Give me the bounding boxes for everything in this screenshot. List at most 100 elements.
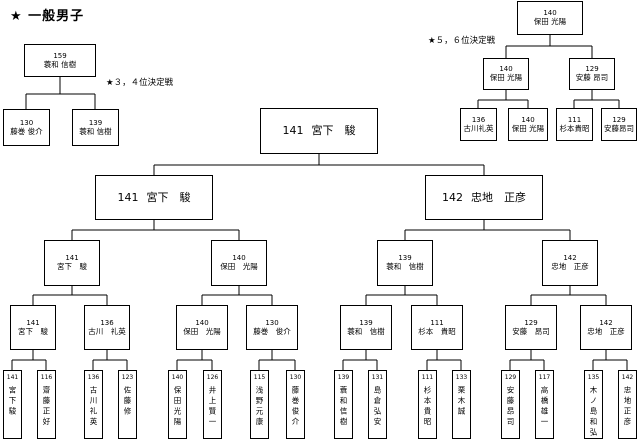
bracket-connector [404, 220, 571, 240]
bracket-connector [342, 350, 378, 370]
entry-number: 111 [421, 374, 434, 381]
bracket-connector [25, 77, 96, 109]
fifth-place-semi: 140 保田 光陽 [483, 58, 529, 90]
first-round-box: 116 齋藤正好 [37, 370, 56, 439]
entry-number: 115 [253, 374, 266, 381]
semifinal-box: 139 蓑和 信樹 [377, 240, 433, 286]
entry-number: 140 [521, 115, 535, 124]
entry-number: 142 [563, 254, 577, 262]
entry-number: 139 [337, 374, 350, 381]
player-name: 島倉弘安 [373, 386, 382, 428]
player-name: 浅野元康 [255, 386, 264, 428]
entry-number: 140 [171, 374, 184, 381]
entry-number: 130 [265, 318, 279, 327]
player-name: 蓑和信樹 [339, 386, 348, 428]
player-name: 高橋雄一 [540, 386, 549, 428]
first-round-box: 141 宮下駿 [3, 370, 22, 439]
first-round-box: 140 保田光陽 [168, 370, 187, 439]
player-name: 保田 光陽 [511, 123, 545, 133]
entry-number: 159 [53, 51, 67, 60]
third-place-player: 139 蓑和 信樹 [72, 109, 119, 146]
third-place-winner: 159 蓑和 信樹 [24, 44, 96, 77]
bracket-connector [11, 350, 47, 370]
fifth-place-player: 129 安藤昂司 [601, 108, 637, 141]
player-name: 保田 光陽 [489, 73, 523, 82]
first-round-box: 123 佐藤修 [118, 370, 137, 439]
player-name: 佐藤修 [123, 386, 132, 418]
entry-number: 136 [471, 115, 486, 124]
entry-number: 140 [499, 65, 513, 73]
player-name: 古川 礼英 [88, 326, 126, 336]
fifth-place-player: 136 古川礼英 [460, 108, 497, 141]
bracket-connector [426, 350, 462, 370]
player-name: 杉本貴昭 [559, 123, 590, 133]
entry-number: 133 [455, 374, 468, 381]
player-name: 忠地 正彦 [587, 326, 625, 336]
entry-number: 139 [359, 318, 373, 327]
player-name: 齋藤正好 [42, 386, 51, 428]
first-round-box: 131 島倉弘安 [368, 370, 387, 439]
player-name: 保田 光陽 [220, 262, 258, 271]
bracket-connector [477, 90, 529, 108]
quarterfinal-box: 130 藤巻 俊介 [246, 305, 298, 350]
player-name: 宮下 駿 [146, 190, 191, 204]
bracket-connector [32, 286, 108, 305]
first-round-box: 136 古川礼英 [84, 370, 103, 439]
first-round-box: 135 木ノ島和弘 [584, 370, 603, 439]
first-round-box: 129 安藤昂司 [501, 370, 520, 439]
player-name: 宮下 駿 [311, 124, 356, 137]
player-name: 安藤昂司 [604, 123, 634, 133]
entry-number: 140 [543, 9, 557, 17]
entry-number: 129 [585, 65, 599, 73]
quarterfinal-box: 140 保田 光陽 [176, 305, 228, 350]
first-round-box: 117 高橋雄一 [535, 370, 554, 439]
player-name: 安藤 昂司 [575, 73, 609, 82]
player-name: 蓑和 信樹 [43, 59, 77, 69]
entry-number: 141 [26, 318, 40, 327]
entry-number: 139 [398, 254, 412, 262]
entry-number: 131 [371, 374, 384, 381]
player-name: 宮下 駿 [57, 262, 87, 271]
third-place-player: 130 藤巻 俊介 [3, 109, 50, 146]
entry-number: 139 [88, 118, 103, 127]
player-name: 古川礼英 [463, 123, 494, 133]
first-round-box: 115 浅野元康 [250, 370, 269, 439]
bracket-connector [509, 350, 545, 370]
finalist-box: 141 宮下 駿 [95, 175, 213, 220]
player-name: 蓑和 信樹 [79, 126, 112, 136]
entry-number: 111 [567, 115, 582, 124]
player-name: 忠地 正彦 [551, 262, 589, 271]
first-round-box: 142 忠地正彦 [618, 370, 637, 439]
player-name: 杉本 貴昭 [418, 326, 456, 336]
entry-number: 116 [40, 374, 53, 381]
quarterfinal-box: 142 忠地 正彦 [580, 305, 632, 350]
bracket-connector [530, 286, 607, 305]
fifth-place-player: 111 杉本貴昭 [556, 108, 593, 141]
entry-number: 141 [117, 190, 139, 204]
fifth-place-note: ★５，６位決定戦 [428, 36, 496, 46]
fifth-place-winner: 140 保田 光陽 [517, 1, 583, 35]
bracket-connector [71, 220, 240, 240]
bracket-connector [505, 35, 593, 58]
bracket-connector [92, 350, 128, 370]
entry-number: 136 [100, 318, 114, 327]
quarterfinal-box: 111 杉本 貴昭 [411, 305, 463, 350]
entry-number: 135 [587, 374, 600, 381]
semifinal-box: 142 忠地 正彦 [542, 240, 598, 286]
player-name: 藤巻俊介 [291, 386, 300, 428]
entry-number: 130 [19, 118, 34, 127]
bracket-connector [365, 286, 438, 305]
entry-number: 111 [430, 318, 444, 327]
player-name: 忠地 正彦 [471, 190, 526, 204]
entry-number: 123 [121, 374, 134, 381]
player-name: 保田光陽 [173, 386, 182, 428]
first-round-box: 133 栗木誠 [452, 370, 471, 439]
entry-number: 142 [599, 318, 613, 327]
semifinal-box: 140 保田 光陽 [211, 240, 267, 286]
entry-number: 129 [524, 318, 538, 327]
quarterfinal-box: 139 蓑和 信樹 [340, 305, 392, 350]
entry-number: 130 [289, 374, 302, 381]
entry-number: 129 [504, 374, 517, 381]
